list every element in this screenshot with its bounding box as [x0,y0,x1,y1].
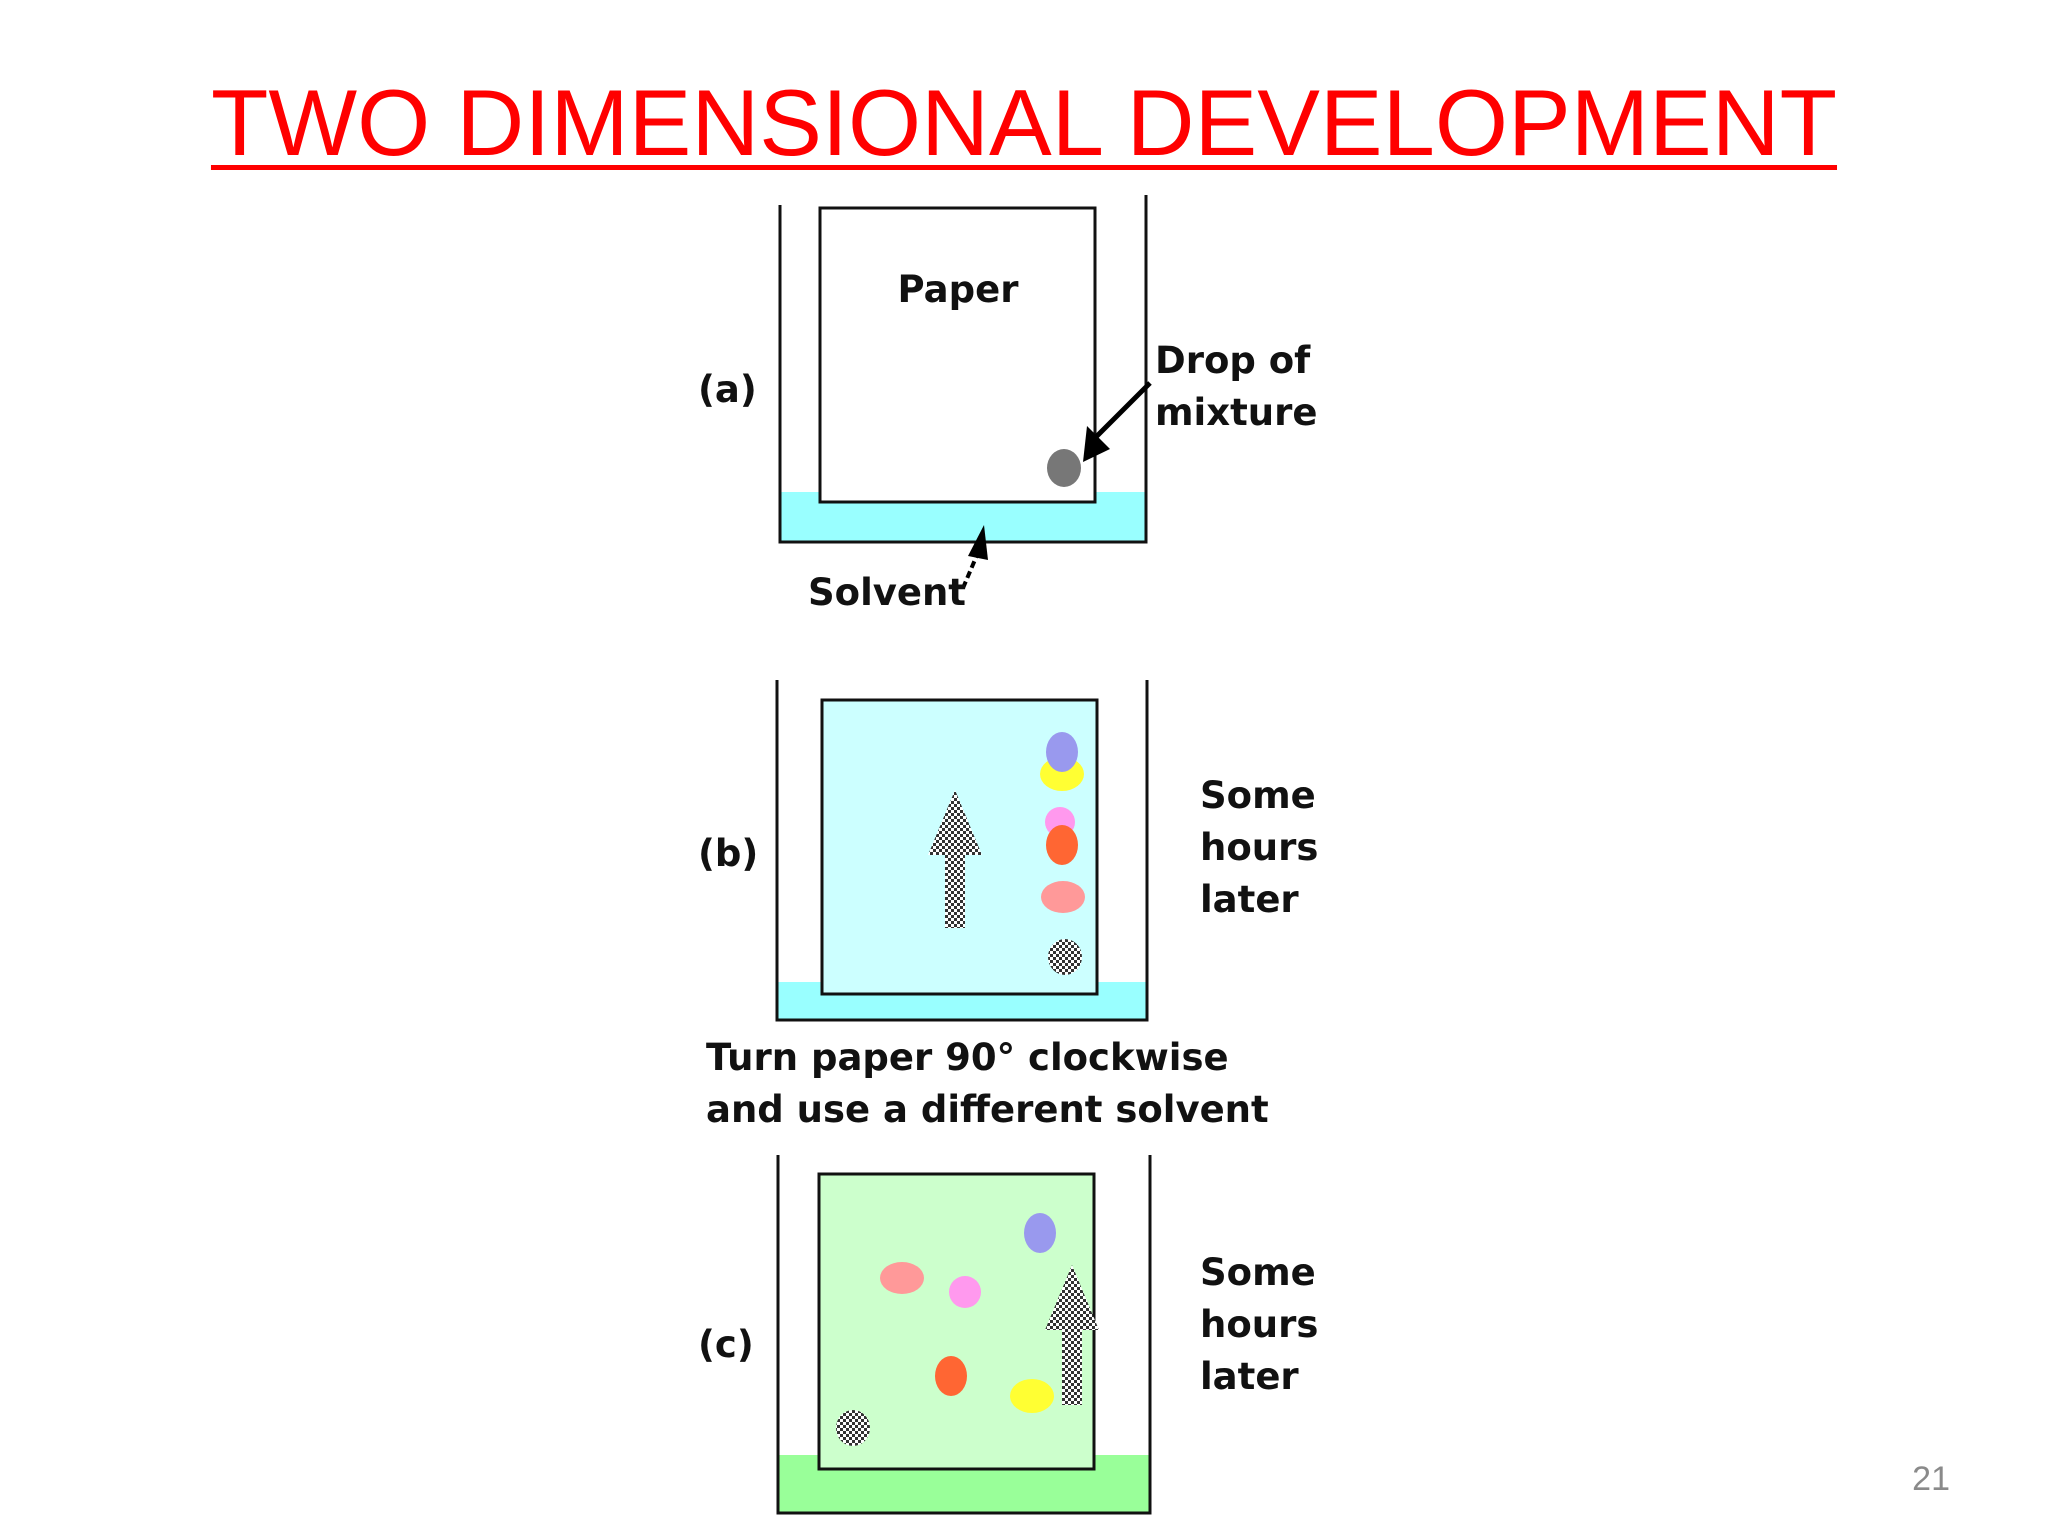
spot-mixture-b [1048,939,1082,975]
slide-title: TWO DIMENSIONAL DEVELOPMENT [210,70,1838,175]
spot-yellow-c [1010,1379,1054,1413]
spot-salmon-b [1041,881,1085,913]
panel-b-note-line3: later [1200,878,1299,921]
solvent-label: Solvent [808,571,966,614]
beaker-b [775,680,1149,1022]
panel-a: Paper Drop of mixture Solvent (a) [698,195,1317,614]
drop-arrow-head [1083,426,1110,462]
paper-a [818,206,1097,504]
page-number: 21 [1912,1460,1950,1498]
panel-a-label: (a) [698,368,757,411]
drop-label-line1: Drop of [1155,339,1311,382]
beaker-c [776,1155,1152,1515]
panel-b-note-line1: Some [1200,774,1316,817]
panel-c-label: (c) [698,1323,754,1366]
panel-b-label: (b) [698,832,758,875]
panel-b: (b) Some hours later [698,680,1318,1022]
panel-b-note-line2: hours [1200,826,1318,869]
instruction-line1: Turn paper 90° clockwise [706,1036,1229,1079]
development-arrow-c [1045,1265,1099,1405]
development-arrow-b [928,790,982,928]
panel-c-note-line1: Some [1200,1251,1316,1294]
spot-blue-b [1046,732,1078,772]
panel-c-note-line2: hours [1200,1303,1318,1346]
mixture-drop [1047,449,1081,487]
solvent-arrow-head [968,525,988,560]
drop-arrow-shaft [1093,381,1152,440]
spot-blue-c [1024,1213,1056,1253]
panel-c-note-line3: later [1200,1355,1299,1398]
spot-pink-c [949,1276,981,1308]
spot-orange-b [1046,825,1078,865]
spot-salmon-c [880,1262,924,1294]
instruction-line2: and use a different solvent [706,1088,1269,1131]
panel-c: (c) Some hours later [698,1155,1318,1515]
solvent-arrow-shaft [961,554,979,589]
spot-mixture-c [836,1410,870,1446]
beaker-a [778,195,1148,544]
spot-orange-c [935,1356,967,1396]
paper-label: Paper [898,268,1020,311]
drop-label-line2: mixture [1155,391,1317,434]
